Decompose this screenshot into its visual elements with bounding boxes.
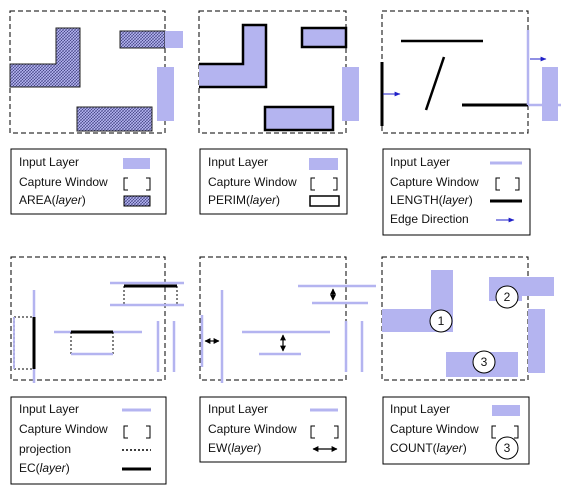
- perim-shape-l: [199, 23, 268, 89]
- panel-perim: Input Layer Capture Window PERIM(layer): [198, 10, 359, 215]
- panel-length: Input Layer Capture Window LENGTH(layer)…: [380, 10, 561, 236]
- legend-symbol-circle: [495, 436, 519, 460]
- legend-label: Input Layer: [19, 155, 79, 169]
- legend-label: Capture Window: [19, 175, 108, 189]
- perim-shape-bottom: [263, 105, 335, 132]
- legend-symbol-window: [123, 425, 151, 439]
- panel-ec: Input Layer Capture Window projection EC…: [10, 256, 184, 485]
- legend-symbol-window: [123, 177, 151, 191]
- legend-label: Input Layer: [208, 402, 268, 416]
- legend-label: Capture Window: [19, 422, 108, 436]
- legend-symbol-window: [310, 177, 338, 191]
- legend-label-perim: PERIM(layer): [208, 193, 280, 207]
- legend-label: Capture Window: [208, 175, 297, 189]
- legend-symbol-input: [309, 158, 338, 170]
- input-shape-right: [542, 67, 558, 121]
- legend-label: Input Layer: [390, 155, 450, 169]
- legend-symbol-window: [310, 425, 339, 439]
- legend-symbol-outline: [309, 195, 340, 207]
- legend-label-length: LENGTH(layer): [390, 193, 473, 207]
- legend-label: Input Layer: [390, 402, 450, 416]
- legend-symbol-circle-label: 3: [504, 441, 511, 455]
- legend-symbol-hatched: [123, 195, 151, 207]
- legend-symbol-window: [495, 177, 520, 191]
- input-shape-right: [157, 67, 174, 121]
- input-shape-right: [342, 67, 359, 121]
- legend-label-ew: EW(layer): [208, 441, 261, 455]
- count-marker-label: 3: [481, 355, 488, 369]
- count-marker-1: [429, 309, 453, 333]
- legend-label: Capture Window: [390, 175, 479, 189]
- legend-label: projection: [19, 442, 71, 456]
- legend-symbol-input: [492, 405, 520, 416]
- area-shape-bottom: [76, 106, 153, 132]
- legend-label-area: AREA(layer): [19, 193, 86, 207]
- panel-area: Input Layer Capture Window AREA(layer): [9, 10, 183, 215]
- capture-window: [10, 256, 166, 381]
- legend-label-count: COUNT(layer): [390, 441, 467, 455]
- legend-symbol-input: [123, 158, 150, 169]
- perim-shape-top: [300, 26, 348, 49]
- legend-label: Edge Direction: [390, 212, 469, 226]
- area-shape-l: [9, 27, 81, 88]
- count-marker-label: 2: [504, 290, 511, 304]
- legend-symbol-window: [491, 425, 519, 439]
- panel-count: 1 2 3 Input Layer Capture Window COUNT(l…: [381, 256, 554, 465]
- legend-label: Capture Window: [390, 422, 479, 436]
- length-edge: [424, 56, 446, 111]
- input-shape-outside: [165, 31, 183, 48]
- panel-ew: Input Layer Capture Window EW(layer): [199, 256, 376, 463]
- capture-window: [381, 10, 529, 134]
- legend-label-ec: EC(layer): [19, 461, 70, 475]
- legend-label: Input Layer: [19, 402, 79, 416]
- legend-label: Capture Window: [208, 422, 297, 436]
- capture-window: [199, 256, 347, 381]
- count-marker-2: [495, 285, 519, 309]
- area-shape-top: [119, 30, 166, 49]
- legend-label: Input Layer: [208, 155, 268, 169]
- count-marker-label: 1: [438, 314, 445, 328]
- count-marker-3: [472, 350, 496, 374]
- count-shape-right: [528, 309, 545, 373]
